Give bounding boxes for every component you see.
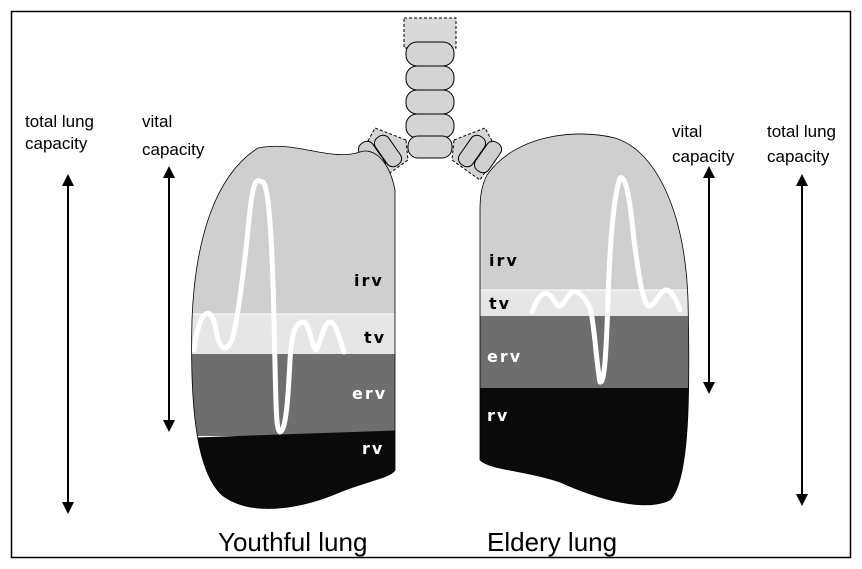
left-tlc-label-line1: total lung bbox=[25, 112, 94, 131]
youthful-lung-caption: Youthful lung bbox=[218, 527, 367, 557]
left-tlc-label-line2: capacity bbox=[25, 134, 88, 153]
elderly-lung-caption: Eldery lung bbox=[487, 527, 617, 557]
right-tlc-label-line2: capacity bbox=[767, 147, 830, 166]
right-vc-label-line1: vital bbox=[672, 122, 702, 141]
trachea-ring bbox=[406, 114, 454, 138]
left-vc-label-line1: vital bbox=[142, 112, 172, 131]
right-vc-label-line2: capacity bbox=[672, 147, 735, 166]
youthful-tv-label: tv bbox=[364, 328, 386, 347]
elderly-tv-label: tv bbox=[489, 294, 511, 313]
trachea-ring bbox=[406, 66, 454, 90]
elderly-irv-label: irv bbox=[489, 251, 519, 270]
elderly-rv-label: rv bbox=[487, 406, 509, 425]
youthful-irv-label: irv bbox=[354, 271, 384, 290]
trachea-ring bbox=[406, 90, 454, 114]
elderly-erv-label: erv bbox=[487, 347, 522, 366]
trachea-ring bbox=[406, 42, 454, 66]
youthful-erv-label: erv bbox=[352, 384, 387, 403]
youthful-rv-label: rv bbox=[362, 439, 384, 458]
left-vc-label-line2: capacity bbox=[142, 140, 205, 159]
trachea-ring bbox=[408, 136, 452, 158]
right-tlc-label-line1: total lung bbox=[767, 122, 836, 141]
elderly-lung bbox=[470, 120, 700, 518]
